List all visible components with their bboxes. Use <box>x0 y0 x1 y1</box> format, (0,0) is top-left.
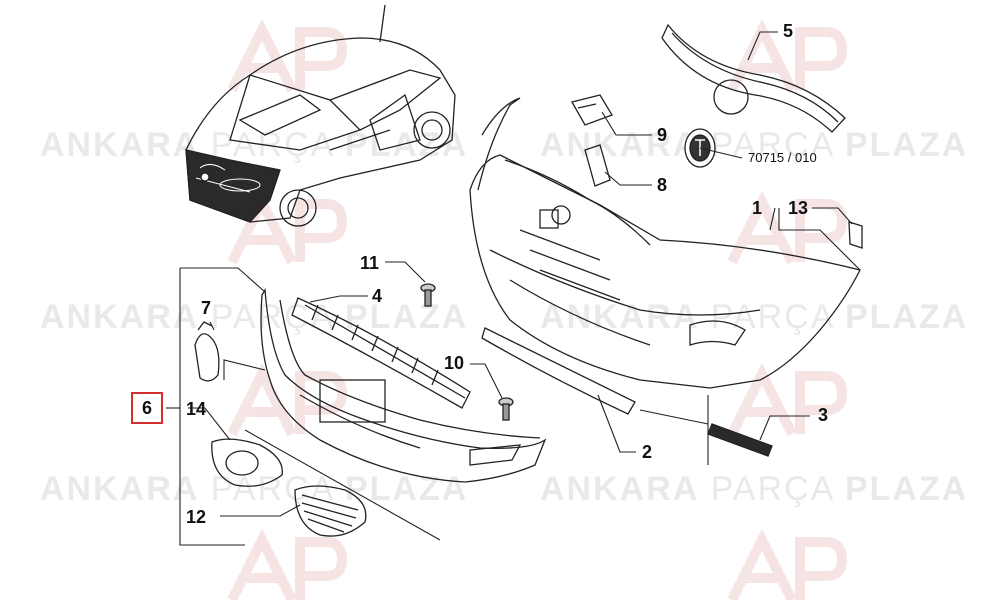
ap-logo-watermark <box>227 18 848 600</box>
leader-lines <box>166 31 861 546</box>
callout-2: 2 <box>642 442 653 462</box>
watermark: ANKARA PARÇA PLAZA <box>540 298 969 336</box>
car-illustration <box>185 4 456 227</box>
clip-part-13 <box>848 221 863 249</box>
callout-5: 5 <box>783 21 794 41</box>
lower-grille-part-4 <box>291 297 471 409</box>
callout-10: 10 <box>444 353 465 373</box>
upper-grille-part-5 <box>661 23 846 133</box>
screw-part-10 <box>498 397 514 421</box>
watermark: ANKARA PARÇA PLAZA <box>540 126 969 164</box>
callout-4: 4 <box>372 286 383 306</box>
callout-7: 7 <box>201 298 212 318</box>
callout-1: 1 <box>752 198 763 218</box>
callout-9: 9 <box>657 125 668 145</box>
callout-reference: 70715 / 010 <box>748 150 817 165</box>
bracket-part-9 <box>571 94 613 126</box>
watermark: ANKARA PARÇA PLAZA <box>40 126 469 164</box>
trim-strip-part-2 <box>481 327 636 415</box>
cover-part-8 <box>584 144 611 187</box>
callout-13: 13 <box>788 198 809 218</box>
callout-8: 8 <box>657 175 668 195</box>
grille-insert-part-12 <box>294 485 367 537</box>
callout-11: 11 <box>360 253 380 273</box>
reflector-part-3 <box>707 423 773 457</box>
callout-14: 14 <box>186 399 207 419</box>
callout-6-highlighted: 6 <box>131 392 163 424</box>
callout-12: 12 <box>186 507 207 527</box>
screw-part-11 <box>420 283 436 307</box>
watermark: ANKARA PARÇA PLAZA <box>40 470 469 508</box>
watermark: ANKARA PARÇA PLAZA <box>540 470 969 508</box>
callout-3: 3 <box>818 405 829 425</box>
lower-bumper-part-6 <box>260 287 547 483</box>
front-bumper-part-1 <box>469 97 861 389</box>
fog-light-cover-part-14 <box>211 438 283 487</box>
clip-part-7 <box>194 321 220 382</box>
